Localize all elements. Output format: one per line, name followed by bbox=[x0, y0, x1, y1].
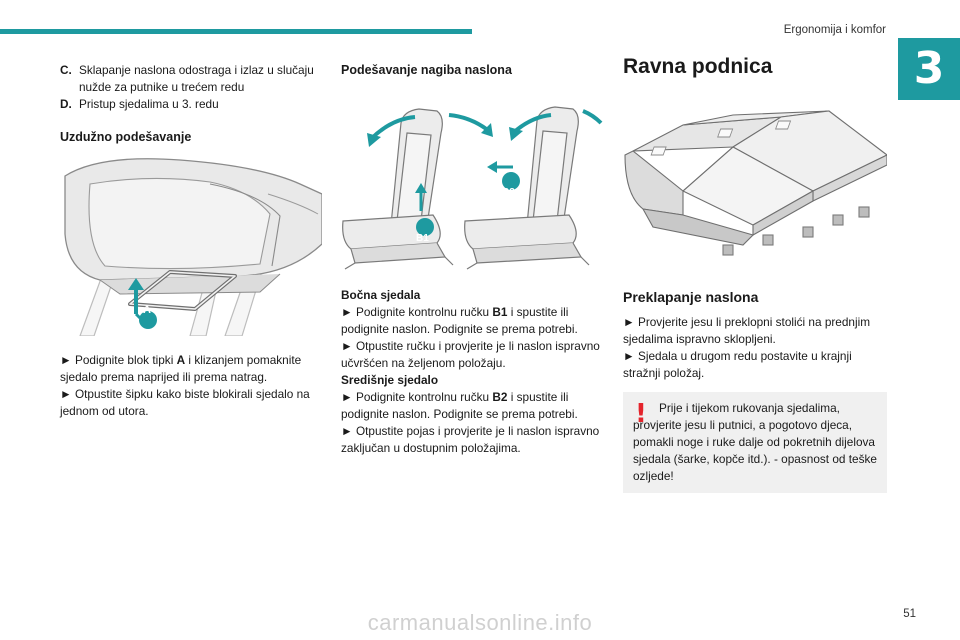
column-middle: Podešavanje nagiba naslona bbox=[341, 62, 603, 457]
paragraph-check-trays: ► Provjerite jesu li preklopni stolići n… bbox=[623, 315, 871, 346]
figure-label-b2: B2 bbox=[502, 187, 515, 198]
warning-box: ! Prije i tijekom rukovanja sjedalima, p… bbox=[623, 392, 887, 493]
paragraph-side-release: ► Otpustite ručku i provjerite je li nas… bbox=[341, 339, 600, 370]
subheading-center-seat: Središnje sjedalo bbox=[341, 373, 439, 387]
watermark: carmanualsonline.info bbox=[367, 610, 593, 635]
figure-label-a: A bbox=[143, 304, 151, 316]
section-title: Ergonomija i komfor bbox=[783, 24, 886, 36]
flat-floor-illustration bbox=[623, 95, 887, 271]
figure-label-b1: B1 bbox=[416, 233, 429, 244]
heading-backrest-tilt: Podešavanje nagiba naslona bbox=[341, 63, 512, 77]
paragraph-center-lift: ► Podignite kontrolnu ručku B2 i spustit… bbox=[341, 390, 578, 421]
heading-longitudinal: Uzdužno podešavanje bbox=[60, 130, 192, 144]
paragraph-lift-bar: ► Podignite blok tipki A i klizanjem pom… bbox=[60, 353, 302, 384]
page-number: 51 bbox=[903, 608, 916, 620]
list-text: Sklapanje naslona odostraga i izlaz u sl… bbox=[79, 63, 314, 94]
list-key: C. bbox=[60, 63, 72, 77]
paragraph-second-row: ► Sjedala u drugom redu postavite u kraj… bbox=[623, 349, 852, 380]
paragraph-side-lift: ► Podignite kontrolnu ručku B1 i spustit… bbox=[341, 305, 578, 336]
column-left: C. Sklapanje naslona odostraga i izlaz u… bbox=[60, 62, 322, 420]
heading-flat-floor: Ravna podnica bbox=[623, 55, 773, 78]
heading-folding-backrests: Preklapanje naslona bbox=[623, 289, 759, 305]
header-accent-bar bbox=[0, 29, 472, 34]
list-item-c: C. Sklapanje naslona odostraga i izlaz u… bbox=[60, 62, 322, 96]
seat-slide-illustration bbox=[60, 154, 322, 336]
paragraph-release-bar: ► Otpustite šipku kako biste blokirali s… bbox=[60, 387, 310, 418]
paragraph-center-release: ► Otpustite pojas i provjerite je li nas… bbox=[341, 424, 600, 455]
column-right: Ravna podnica Prekl bbox=[623, 55, 887, 493]
backrest-tilt-illustration bbox=[341, 93, 603, 273]
list-key: D. bbox=[60, 97, 72, 111]
warning-text: Prije i tijekom rukovanja sjedalima, pro… bbox=[633, 401, 877, 483]
warning-icon: ! bbox=[635, 399, 647, 429]
list-text: Pristup sjedalima u 3. redu bbox=[79, 97, 219, 111]
subheading-side-seats: Bočna sjedala bbox=[341, 288, 421, 302]
chapter-number-badge: 3 bbox=[898, 38, 960, 100]
list-item-d: D. Pristup sjedalima u 3. redu bbox=[60, 96, 322, 113]
